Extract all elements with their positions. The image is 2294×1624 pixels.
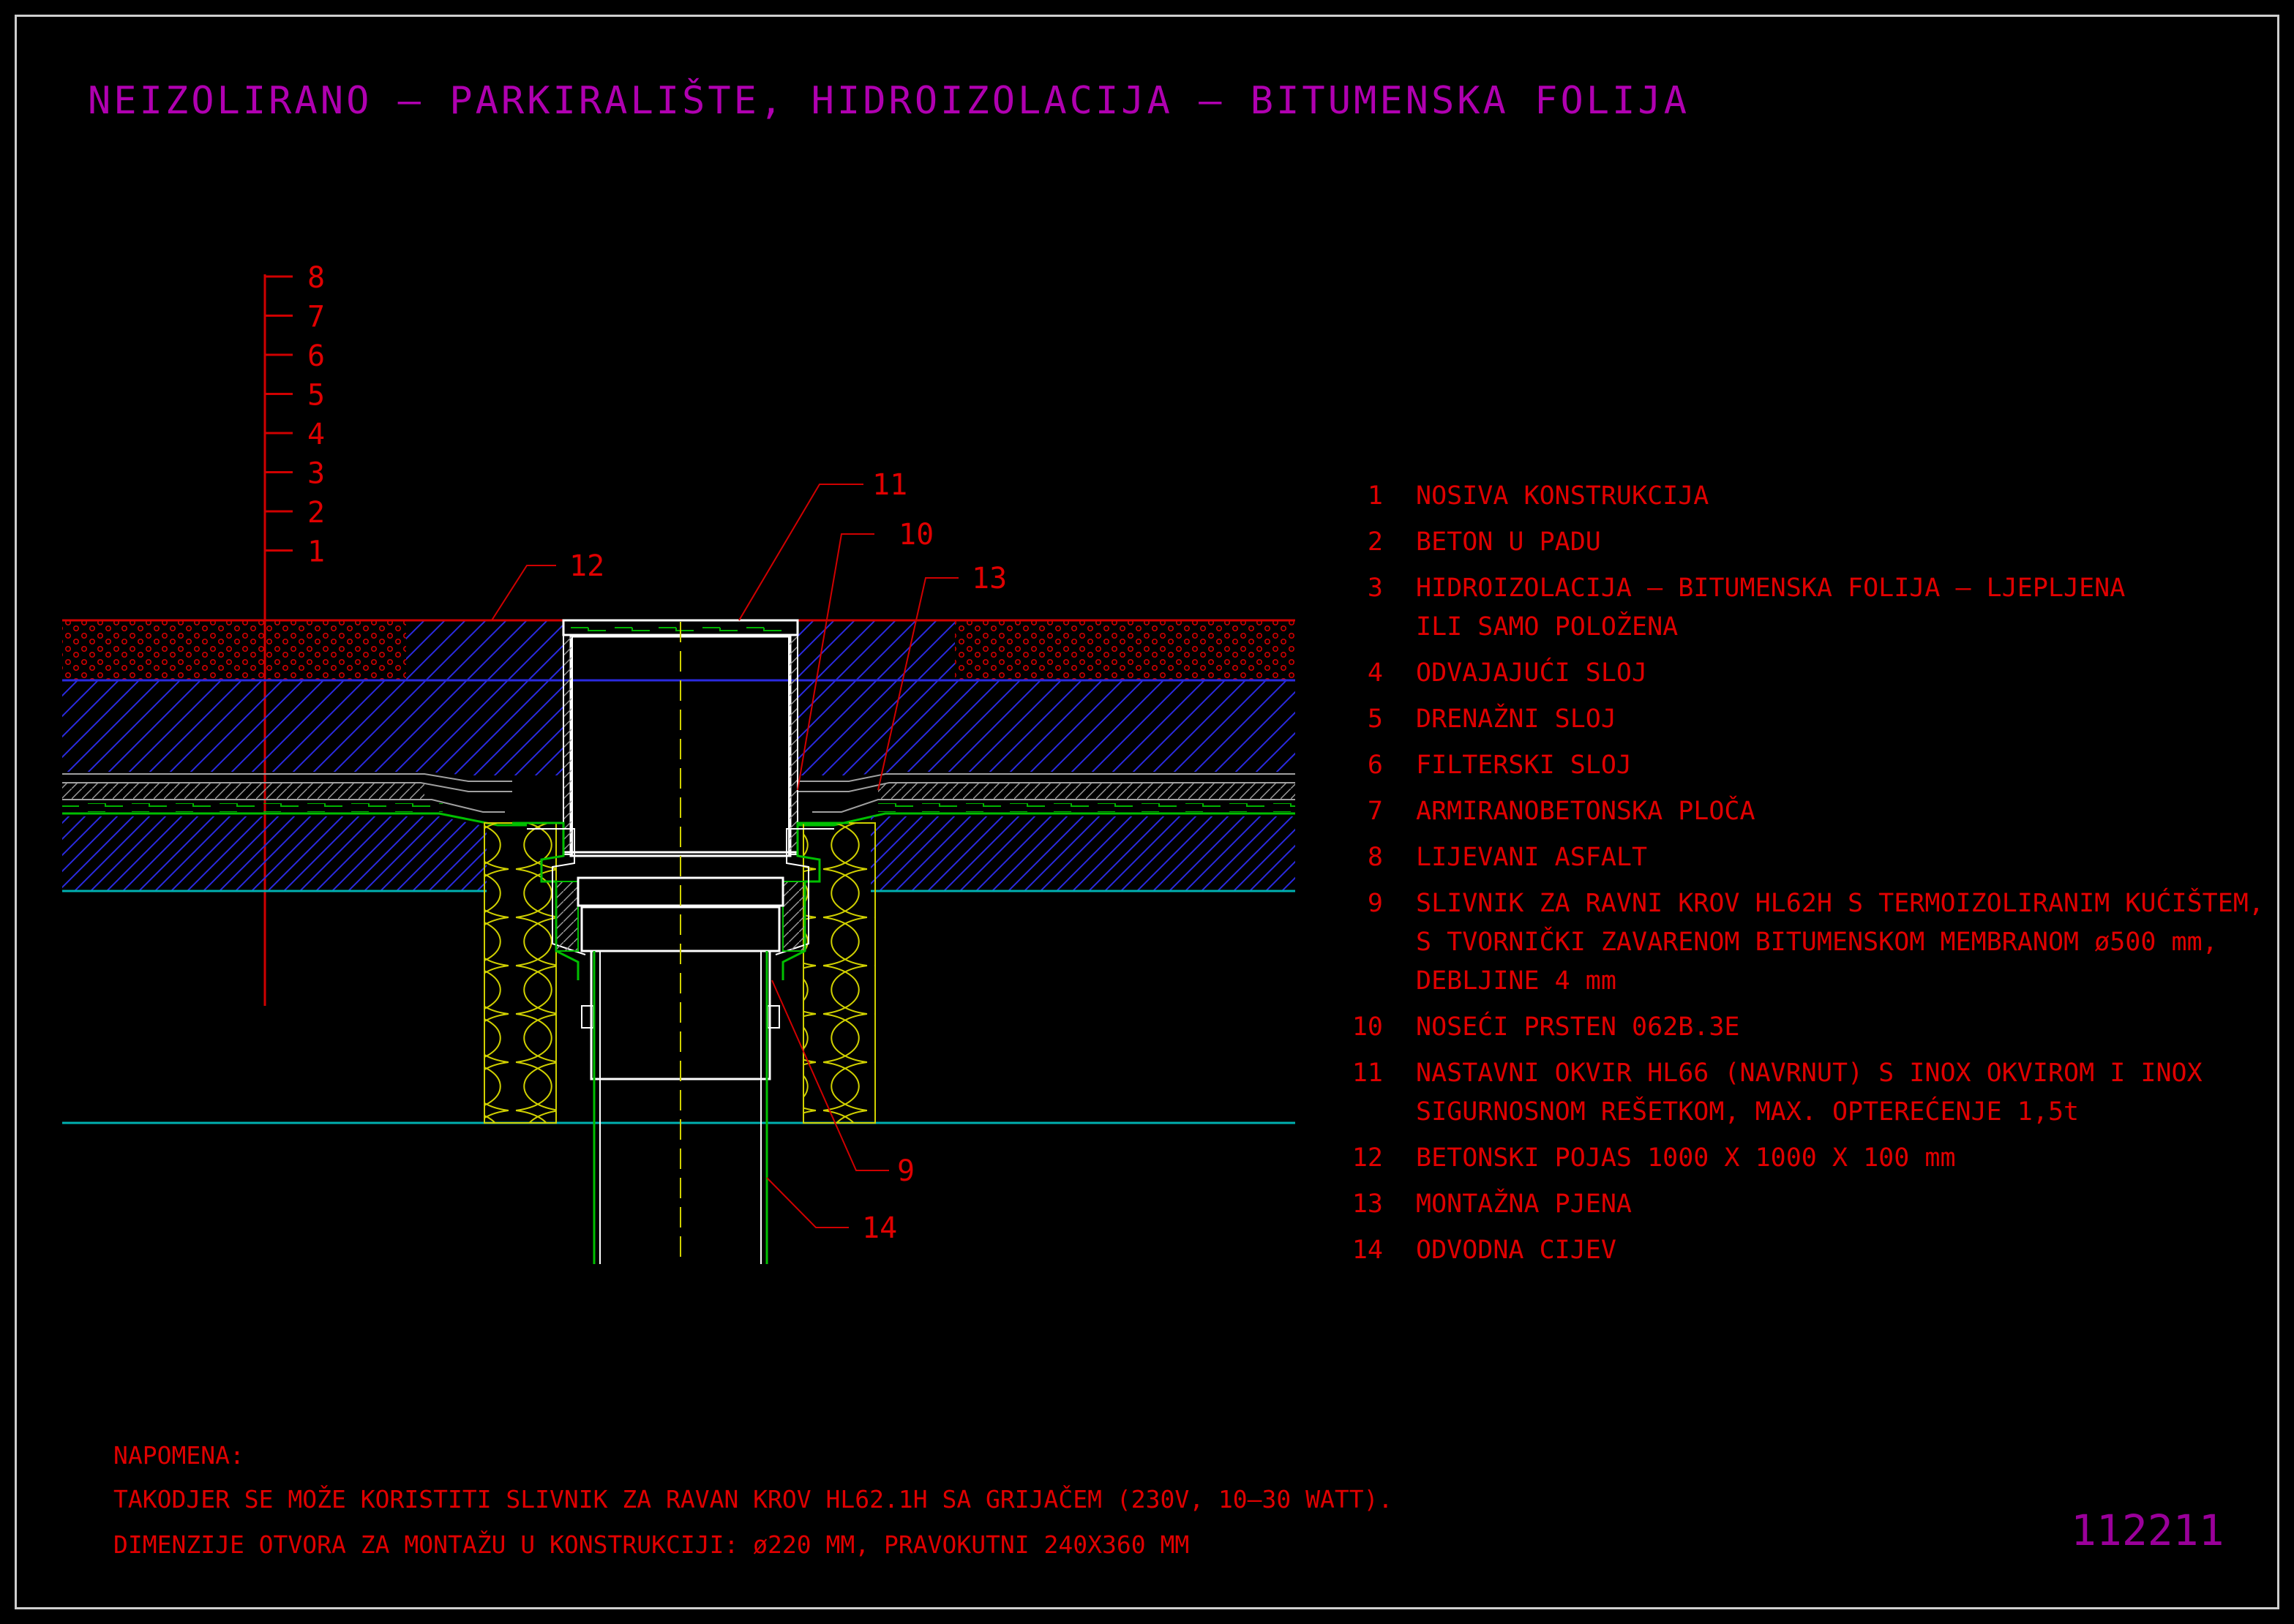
rc-plate-right <box>798 680 1295 775</box>
rc-plate-left <box>62 680 563 775</box>
legend-text: DEBLJINE 4 mm <box>1416 966 1616 996</box>
callout-leaders <box>491 484 959 1228</box>
legend-text: NOSEĆI PRSTEN 062B.3E <box>1416 1012 1740 1042</box>
legend-text: FILTERSKI SLOJ <box>1416 751 1633 780</box>
legend-number: 14 <box>1352 1236 1383 1265</box>
callout-14: 14 <box>862 1211 897 1245</box>
legend-number: 2 <box>1367 527 1383 557</box>
scale-label-1: 1 <box>307 535 325 569</box>
legend-number: 13 <box>1352 1189 1383 1219</box>
scale-label-4: 4 <box>307 418 325 451</box>
scale-label-3: 3 <box>307 457 325 491</box>
legend-text: BETON U PADU <box>1416 527 1601 557</box>
legend-text: HIDROIZOLACIJA – BITUMENSKA FOLIJA – LJE… <box>1416 574 2126 603</box>
legend-text: BETONSKI POJAS 1000 X 1000 X 100 mm <box>1416 1143 1956 1173</box>
callout-numbers: 11 10 12 13 9 14 <box>569 468 1007 1245</box>
legend-text: ARMIRANOBETONSKA PLOČA <box>1416 797 1755 826</box>
callout-12: 12 <box>569 549 604 583</box>
legend-text: ILI SAMO POLOŽENA <box>1416 612 1679 642</box>
legend-number: 1 <box>1367 481 1383 511</box>
legend-text: LIJEVANI ASFALT <box>1416 843 1648 872</box>
note-line-2: DIMENZIJE OTVORA ZA MONTAŽU U KONSTRUKCI… <box>113 1530 1190 1559</box>
legend-number: 10 <box>1352 1012 1383 1042</box>
legend-number: 5 <box>1367 704 1383 734</box>
scale-label-5: 5 <box>307 379 325 413</box>
legend-text: NASTAVNI OKVIR HL66 (NAVRNUT) S INOX OKV… <box>1416 1059 2203 1088</box>
legend-number: 9 <box>1367 889 1383 918</box>
membrane-layer <box>62 803 1295 827</box>
legend-text: DRENAŽNI SLOJ <box>1416 704 1616 734</box>
legend-number: 4 <box>1367 658 1383 688</box>
legend-text: S TVORNIČKI ZAVARENOM BITUMENSKOM MEMBRA… <box>1416 928 2218 957</box>
callout-11: 11 <box>872 468 907 502</box>
drain-assembly <box>512 619 849 1264</box>
legend-text: NOSIVA KONSTRUKCIJA <box>1416 481 1709 511</box>
drawing-frame <box>15 15 2279 1609</box>
legend-number: 8 <box>1367 843 1383 872</box>
legend-number: 7 <box>1367 797 1383 826</box>
note-line-1: TAKODJER SE MOŽE KORISTITI SLIVNIK ZA RA… <box>113 1485 1393 1514</box>
legend-number: 6 <box>1367 751 1383 780</box>
legend-number: 3 <box>1367 574 1383 603</box>
asphalt-layer-left <box>62 620 406 680</box>
layers-4-6 <box>62 773 1295 813</box>
legend-text: SIGURNOSNOM REŠETKOM, MAX. OPTEREĆENJE 1… <box>1416 1097 2080 1127</box>
concrete-ring-right <box>798 620 955 680</box>
callout-9: 9 <box>897 1154 915 1188</box>
scale-label-7: 7 <box>307 301 325 334</box>
scale-label-6: 6 <box>307 339 325 373</box>
foam-insulation-right <box>803 822 876 1124</box>
note-heading: NAPOMENA: <box>113 1441 244 1470</box>
concrete-ring-left <box>406 620 563 680</box>
foam-insulation-left <box>484 822 557 1124</box>
legend-text: ODVODNA CIJEV <box>1416 1236 1616 1265</box>
scale-label-8: 8 <box>307 261 325 295</box>
sloped-concrete-left <box>62 816 487 891</box>
legend-text: SLIVNIK ZA RAVNI KROV HL62H S TERMOIZOLI… <box>1416 889 2264 918</box>
callout-10: 10 <box>899 518 934 552</box>
scale-label-2: 2 <box>307 496 325 530</box>
legend-text: ODVAJAJUĆI SLOJ <box>1416 658 1648 688</box>
drawing-title: NEIZOLIRANO – PARKIRALIŠTE, HIDROIZOLACI… <box>88 79 1690 123</box>
legend-number: 12 <box>1352 1143 1383 1173</box>
sloped-concrete-right <box>871 816 1295 891</box>
callout-13: 13 <box>972 562 1007 595</box>
legend-text: MONTAŽNA PJENA <box>1416 1189 1633 1219</box>
drawing-code: 112211 <box>2071 1505 2224 1555</box>
asphalt-layer-right <box>955 620 1295 680</box>
legend-number: 11 <box>1352 1059 1383 1088</box>
